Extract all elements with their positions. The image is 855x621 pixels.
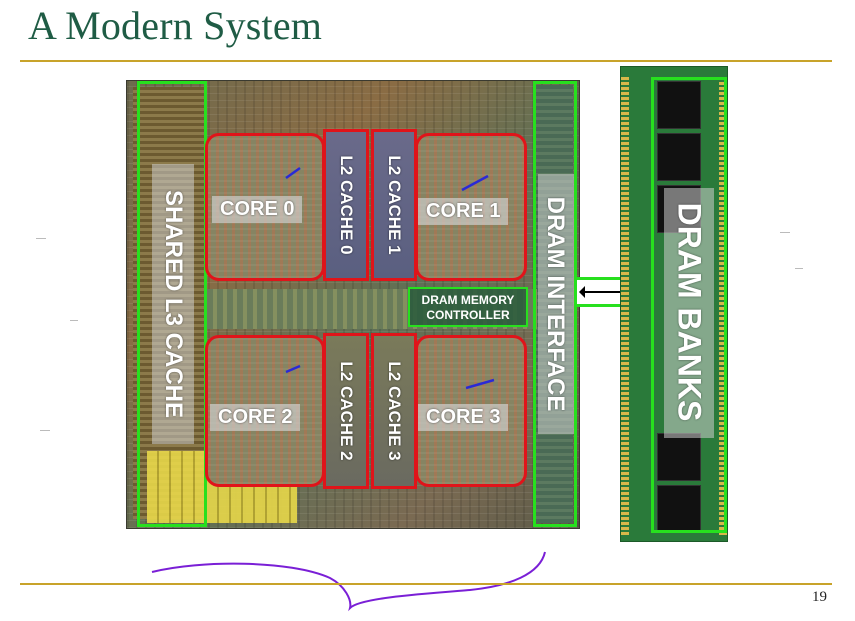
check-mark-core-3 [465,378,495,390]
page-number: 19 [812,589,827,605]
dimm-pins-right [719,75,727,535]
core-2-label: CORE 2 [210,404,301,431]
check-mark-core-1 [461,174,489,192]
dram-module: DRAM BANKS [620,66,728,542]
core-0-label: CORE 0 [212,196,303,223]
label-backdrop [152,164,194,444]
side-mark [40,430,50,431]
label-backdrop [538,174,574,434]
dimm-pins-left [621,75,629,535]
core-1: CORE 1 [415,133,527,281]
core-1-label: CORE 1 [418,198,509,225]
slide-title: A Modern System [28,3,323,48]
side-mark [780,232,790,233]
core-0: CORE 0 [205,133,325,281]
core-3-label: CORE 3 [418,404,509,431]
title-rule [20,60,832,62]
core-2: CORE 2 [205,335,325,487]
dram-chip [657,133,701,181]
side-mark [70,320,78,321]
l2-cache-1: L2 CACHE 1 [371,129,417,281]
shared-l3-cache: SHARED L3 CACHE [137,81,207,527]
side-mark [795,268,803,269]
dram-memory-controller-line-1: DRAM MEMORY [421,293,515,307]
brace-stroke [151,551,546,612]
l2-cache-0: L2 CACHE 0 [323,129,369,281]
l2-cache-2: L2 CACHE 2 [323,333,369,489]
check-mark-core-0 [285,166,301,180]
dram-banks: DRAM BANKS [651,77,727,533]
l2-cache-3: L2 CACHE 3 [371,333,417,489]
dram-memory-controller-line-2: CONTROLLER [426,308,510,322]
check-mark-core-2 [285,364,301,374]
core-3: CORE 3 [415,335,527,487]
processor-die: SHARED L3 CACHE DRAM INTERFACE CORE 0 CO… [126,80,580,529]
dram-memory-controller: DRAM MEMORY CONTROLLER [408,287,528,327]
side-mark [36,238,46,239]
label-backdrop [664,188,714,438]
dram-chip [657,81,701,129]
footer-rule [20,583,832,585]
